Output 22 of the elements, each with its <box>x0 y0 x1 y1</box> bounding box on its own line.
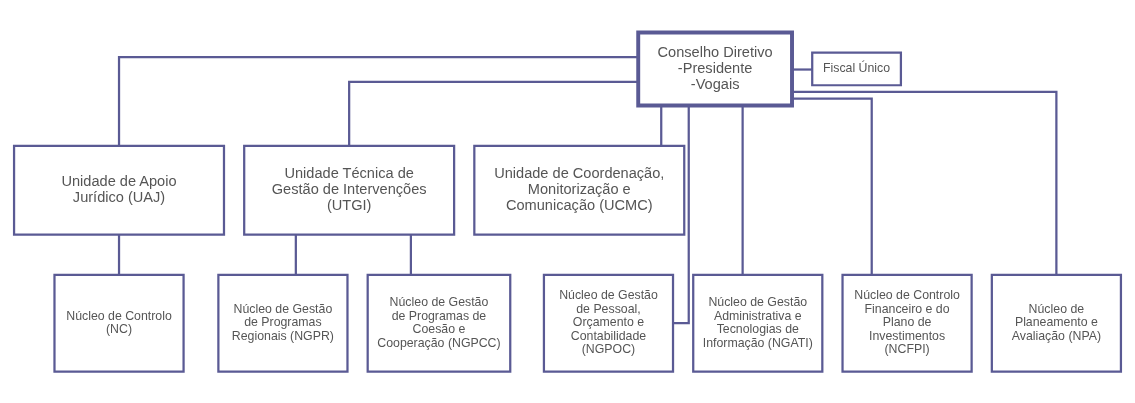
connector <box>792 97 873 274</box>
node-box: Núcleo de Gestão de Programas Regionais (NGPR) <box>217 273 349 373</box>
connector <box>294 234 297 275</box>
node-box: Fiscal Único <box>811 51 903 86</box>
node-box: Unidade de Apoio Jurídico (UAJ) <box>12 144 226 236</box>
node-box: Unidade Técnica de Gestão de Intervenções (UTGI) <box>243 144 456 236</box>
node-box: Unidade de Coordenação, Monitorização e Comunicação (UCMC) <box>473 144 686 236</box>
connector <box>117 234 121 275</box>
node-box: Núcleo de Gestão de Pessoal, Orçamento e Contabilidade (NGPOC) <box>542 273 675 373</box>
node-box: Conselho Diretivo -Presidente -Vogais <box>636 30 794 107</box>
node-box: Núcleo de Planeamento e Avaliação (NPA) <box>990 273 1123 373</box>
node-box: Núcleo de Gestão Administrativa e Tecnologias de Informação (NGATI) <box>692 273 824 373</box>
node-box: Núcleo de Controlo Financeiro e do Plano de Investimentos (NCFPI) <box>841 273 973 373</box>
connector <box>741 105 744 275</box>
node-box: Núcleo de Controlo (NC) <box>53 273 185 373</box>
connector <box>792 67 813 71</box>
connector <box>117 55 639 146</box>
connector <box>792 90 1058 275</box>
node-box: Núcleo de Gestão de Programas de Coesão e Cooperação (NGPCC) <box>366 273 512 373</box>
connector <box>409 234 413 275</box>
connector <box>660 105 663 145</box>
connector <box>348 80 638 146</box>
